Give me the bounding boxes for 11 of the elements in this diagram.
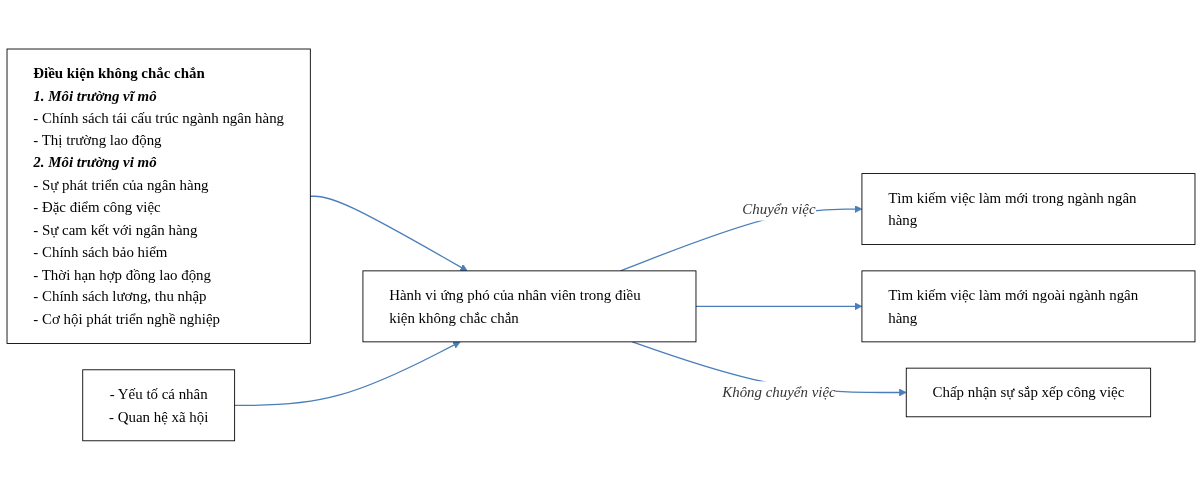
arrow <box>695 302 863 310</box>
node-box: Điều kiện không chắc chắn 1. Môi trường vĩ mô - Chính sách tái cấu trúc ngành ngân hàng - Thị trường lao động 2. Môi trường vi mô - Sự phát triển của ngân hàng - Đặc điểm công việc - Sự cam kết với ngân hàng - Chính sách bảo hiểm - Thời hạn hợp đồng lao động - Chính sách lương, thu nhập - Cơ hội phát triển nghề nghiệp <box>6 48 311 344</box>
arrow <box>309 195 468 271</box>
edge-label: Chuyển việc <box>742 200 816 217</box>
arrow <box>233 341 461 406</box>
node-box: Chấp nhận sự sắp xếp công việc <box>905 367 1152 417</box>
edge-label: Không chuyển việc <box>722 383 836 401</box>
node-box: Tìm kiếm việc làm mới trong ngành ngân hàng <box>861 172 1196 245</box>
node-box: Hành vi ứng phó của nhân viên trong điều kiện không chắc chắn <box>362 270 697 342</box>
node-box: Tìm kiếm việc làm mới ngoài ngành ngân hàng <box>861 270 1196 342</box>
node-box: - Yếu tố cá nhân - Quan hệ xã hội <box>82 368 236 441</box>
